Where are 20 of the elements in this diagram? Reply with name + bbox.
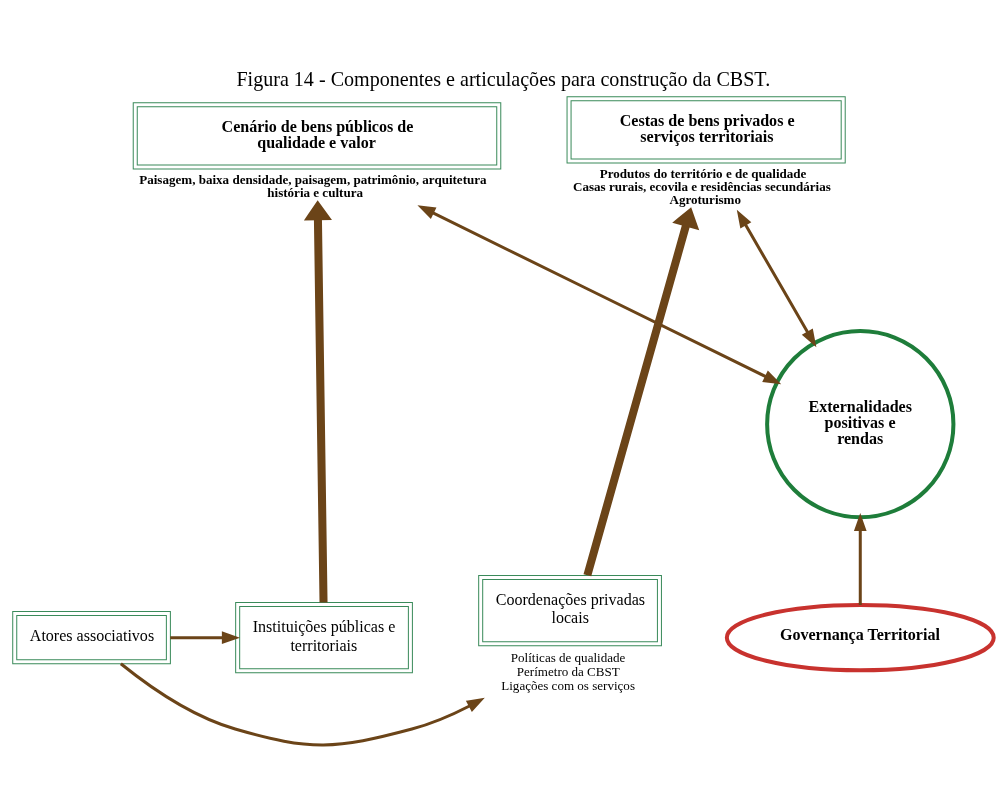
arrow [583,207,700,577]
node-label: Agroturismo [669,192,741,208]
arrow [736,209,817,348]
node-label: Perímetro da CBST [516,664,620,680]
node-box: Cestas de bens privados e serviços territoriais [566,96,846,164]
node-label: Políticas de qualidade [510,650,626,666]
node-box: Coordenações privadas locais [478,574,662,647]
diagram-title: Figura 14 - Componentes e articulações para construção da CBST. [236,68,771,91]
arrow [119,662,485,747]
node-label: Produtos do território e de qualidade [599,166,807,182]
arrow [417,205,782,385]
node-ellipse: Governança Territorial [724,602,996,673]
node-label: Ligações com os serviços [501,678,635,694]
node-box: Cenário de bens públicos de qualidade e valor [132,102,502,170]
arrow [853,512,867,605]
node-box: Instituições públicas e territoriais [235,602,413,674]
node-box: Atores associativos [12,611,171,665]
node-label: Paisagem, baixa densidade, paisagem, patrimônio, arquitetura [139,172,487,188]
arrow [303,200,332,603]
arrow [170,631,240,644]
